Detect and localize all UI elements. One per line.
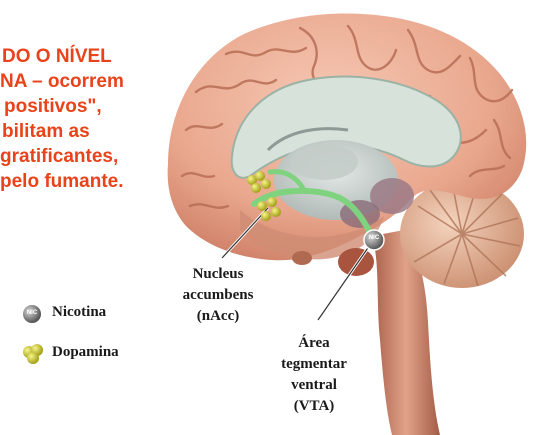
caption-line-4: bilitam as (2, 121, 90, 143)
vta-label-line-4: (VTA) (264, 396, 364, 417)
caption-line-1: DO O NÍVEL (2, 46, 112, 68)
nacc-label-line-2: accumbens (168, 285, 268, 306)
nicotine-badge-vta: NIC (366, 235, 382, 241)
caption-line-5: gratificantes, (0, 146, 118, 168)
nacc-label-line-3: (nAcc) (168, 306, 268, 327)
caption-line-3: positivos", (4, 96, 102, 118)
legend-dopamine-label: Dopamina (52, 344, 119, 361)
nacc-label-line-1: Nucleus (168, 264, 268, 285)
vta-label-line-3: ventral (264, 375, 364, 396)
midbrain (338, 248, 374, 276)
nacc-label: Nucleus accumbens (nAcc) (168, 264, 268, 327)
caption-line-6: pelo fumante. (0, 171, 124, 193)
caption-line-2: NA – ocorrem (0, 71, 124, 93)
vta-label-line-1: Área (264, 333, 364, 354)
legend-nicotine-label: Nicotina (52, 304, 106, 321)
dopamine-molecule-icon (23, 344, 43, 364)
vta-label: Área tegmentar ventral (VTA) (264, 333, 364, 417)
vta-label-line-2: tegmentar (264, 354, 364, 375)
nicotine-badge-legend: NIC (24, 310, 40, 316)
